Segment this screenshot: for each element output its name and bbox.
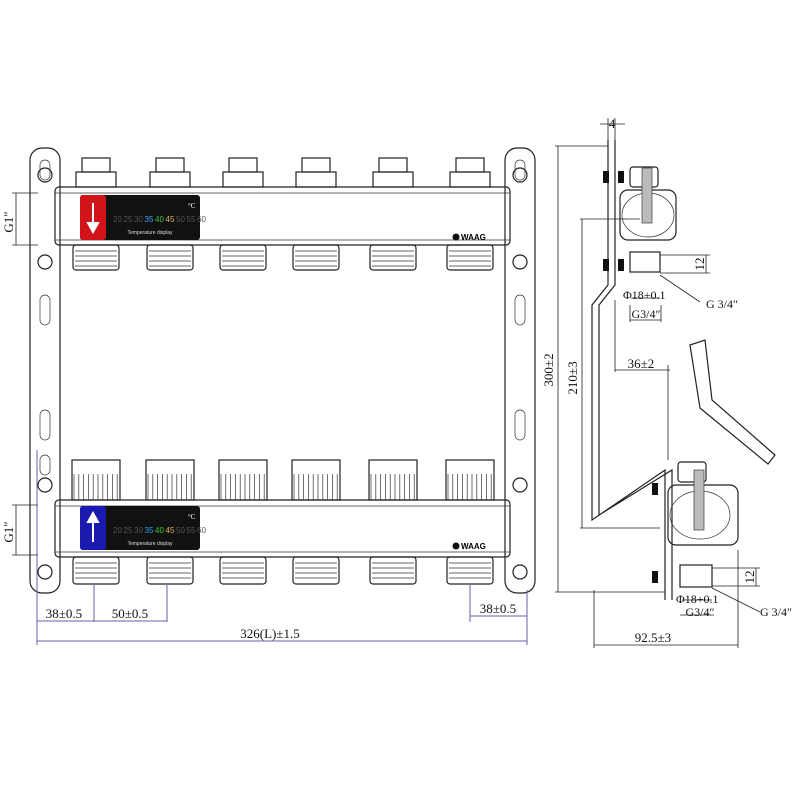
supply-outlet-thread	[292, 244, 340, 271]
supply-outlet-thread	[219, 244, 267, 271]
valve-cap	[71, 459, 121, 501]
top-nut	[301, 157, 331, 173]
dim-bottom-bore: Φ18+0.1	[676, 592, 719, 606]
arrow-up-icon	[86, 510, 100, 542]
top-fitting-body	[295, 171, 337, 188]
temp-scale-value: 45	[166, 526, 175, 535]
dim-plate-thickness: 4	[609, 116, 616, 131]
temp-scale-value: 40	[155, 215, 164, 224]
temp-scale-value: 50	[176, 526, 185, 535]
top-nut	[228, 157, 258, 173]
top-fitting-body	[149, 171, 191, 188]
valve-cap	[145, 459, 195, 501]
supply-outlet-thread	[72, 244, 120, 271]
supply-outlet-thread	[146, 244, 194, 271]
temp-scale-value: 55	[187, 526, 196, 535]
brand-logo	[452, 233, 460, 550]
return-outlet-thread	[369, 556, 417, 585]
dim-top-callout: G 3/4″	[706, 297, 738, 311]
top-nut	[378, 157, 408, 173]
top-fitting-body	[449, 171, 491, 188]
top-fitting-body	[372, 171, 414, 188]
temp-display-label: Temperature display	[127, 541, 173, 547]
dim-inlet-bottom: G1″	[1, 521, 16, 542]
dim-left-offset: 38±0.5	[46, 606, 82, 621]
return-outlet-thread	[446, 556, 494, 585]
temp-unit: °C	[188, 202, 196, 210]
return-outlet-thread	[219, 556, 267, 585]
brand-logo-text: WAAG	[461, 542, 486, 551]
dim-top-bore: Φ18+0.1	[623, 288, 666, 302]
top-nut	[81, 157, 111, 173]
temp-unit: °C	[188, 513, 196, 521]
valve-cap	[218, 459, 268, 501]
return-outlet-thread	[72, 556, 120, 585]
dim-bottom-thread-length: 12	[742, 571, 757, 584]
dim-bottom-callout: G 3/4″	[760, 605, 792, 619]
dim-inlet-top: G1″	[1, 211, 16, 232]
dim-right-offset: 38±0.5	[480, 601, 516, 616]
temp-scale-value: 60	[197, 215, 206, 224]
return-outlet-thread	[292, 556, 340, 585]
temp-scale-value: 40	[155, 526, 164, 535]
top-fitting-body	[222, 171, 264, 188]
valve-cap	[291, 459, 341, 501]
temp-scale-value: 35	[145, 215, 154, 224]
dim-total-length: 326(L)±1.5	[240, 626, 299, 641]
temp-scale-value: 20	[113, 215, 122, 224]
temp-scale-value: 20	[113, 526, 122, 535]
dim-pitch: 50±0.5	[112, 606, 148, 621]
left-bracket	[29, 147, 61, 594]
temp-scale-value: 55	[187, 215, 196, 224]
outlet-fittings	[71, 157, 495, 585]
dim-offset: 36±2	[628, 356, 655, 371]
temp-scale-value: 60	[197, 526, 206, 535]
dim-bottom-thread: G3/4″	[686, 605, 715, 619]
valve-cap	[368, 459, 418, 501]
temp-scale-value: 30	[134, 215, 143, 224]
dim-top-thread-length: 12	[692, 258, 707, 271]
supply-outlet-thread	[369, 244, 417, 271]
side-view	[555, 118, 776, 648]
dim-height-total: 300±2	[541, 353, 556, 386]
dim-depth: 92.5±3	[635, 630, 671, 645]
right-bracket	[504, 147, 536, 594]
temp-scale-value: 50	[176, 215, 185, 224]
top-nut	[455, 157, 485, 173]
arrow-down-icon	[86, 203, 100, 235]
supply-outlet-thread	[446, 244, 494, 271]
dim-top-thread: G3/4″	[632, 307, 661, 321]
temp-scale-value: 45	[166, 215, 175, 224]
temp-scale-value: 25	[124, 526, 133, 535]
temp-scale-value: 25	[124, 215, 133, 224]
top-fitting-body	[75, 171, 117, 188]
valve-cap	[445, 459, 495, 501]
front-dimensions	[12, 192, 528, 645]
dim-height-centers: 210±3	[565, 361, 580, 394]
temp-scale-value: 35	[145, 526, 154, 535]
temp-display-label: Temperature display	[127, 230, 173, 236]
temp-scale-value: 30	[134, 526, 143, 535]
return-outlet-thread	[146, 556, 194, 585]
brand-logo-text: WAAG	[461, 233, 486, 242]
top-nut	[155, 157, 185, 173]
